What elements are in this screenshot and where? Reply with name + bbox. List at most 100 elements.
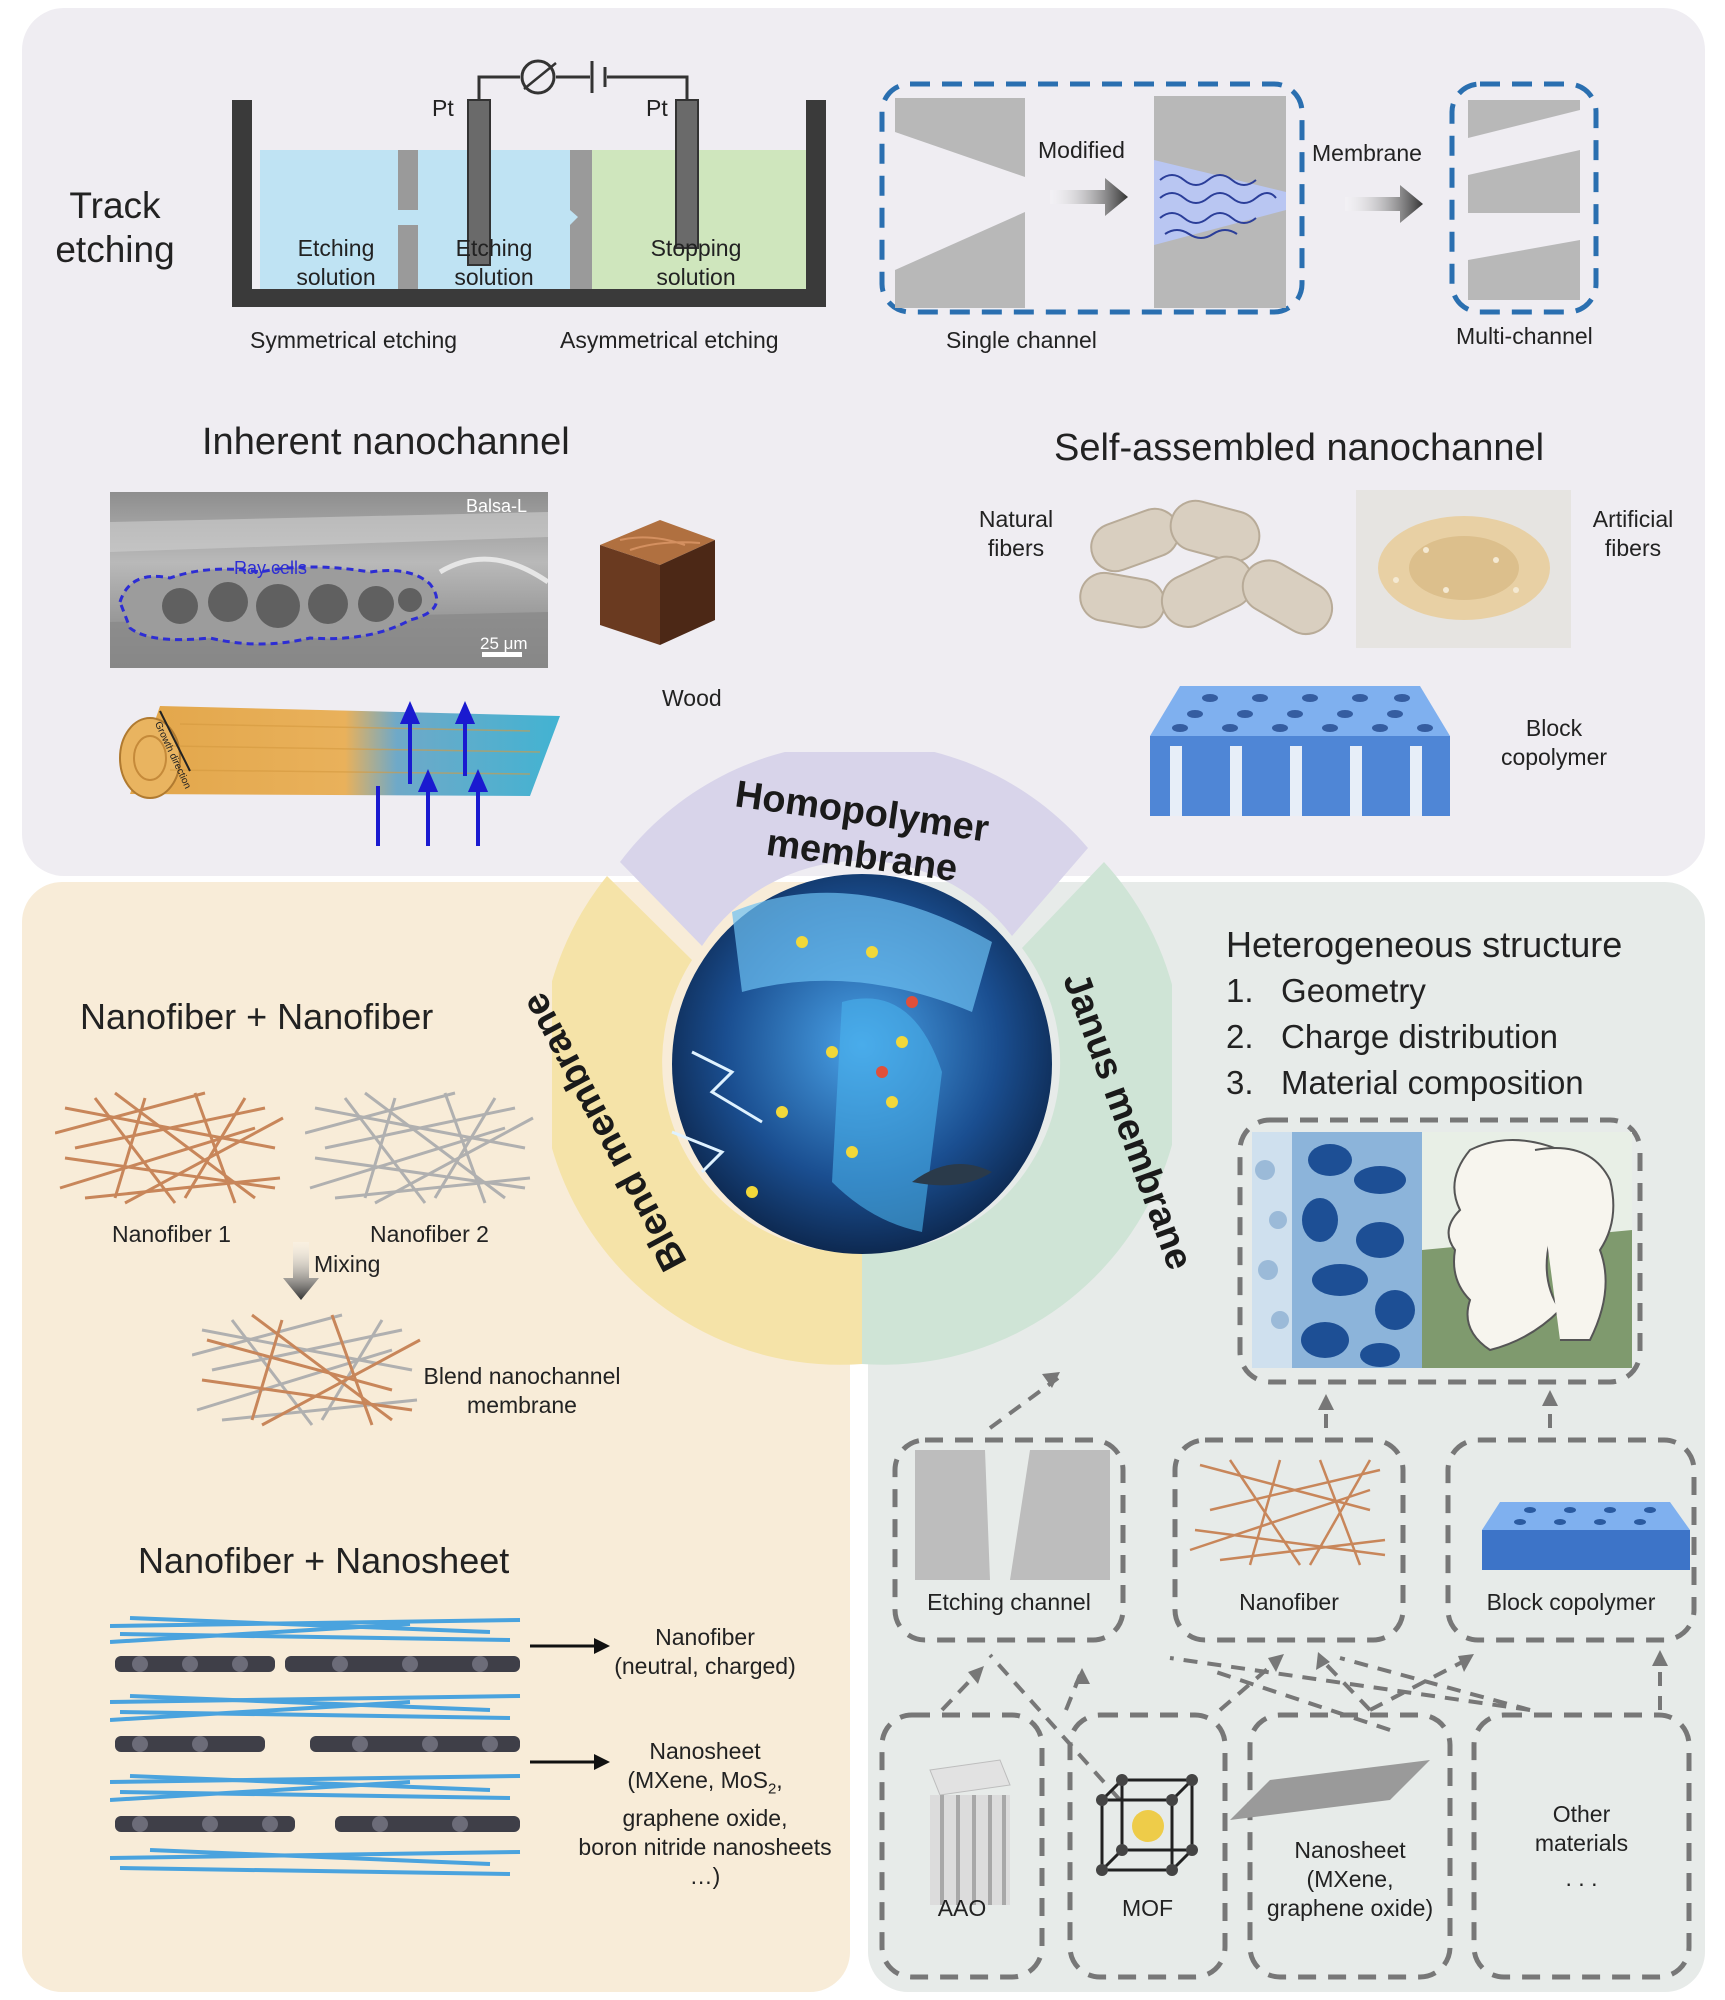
center-ring	[552, 752, 1172, 1365]
text-line: Artificial	[1592, 506, 1674, 532]
conical-channel-top	[895, 98, 1025, 177]
text-line: (MXene, MoS2,	[627, 1767, 783, 1798]
heterogeneous-item-1: 1. Geometry	[1226, 972, 1426, 1009]
block-copolymer-frame	[1445, 1437, 1697, 1643]
symmetric-membrane-top	[398, 150, 418, 210]
janus-diagram	[879, 1117, 1697, 1980]
janus-image-frame	[1237, 1117, 1643, 1385]
nanofiber-2-image	[305, 1091, 534, 1205]
etching-channel-icon	[915, 1450, 990, 1580]
nanofiber-frame	[1172, 1437, 1406, 1643]
blend-membrane-image	[192, 1313, 421, 1427]
wood-log-slice-image	[119, 701, 560, 846]
arrow-to-nanofiber	[530, 1638, 610, 1654]
nanosheet-note: Nanosheet (MXene, MoS2, graphene oxide, …	[560, 1737, 850, 1891]
other-materials-frame	[1471, 1712, 1692, 1980]
membrane-label: Membrane	[1312, 140, 1422, 166]
stopping-solution-right	[590, 150, 815, 292]
single-channel-caption: Single channel	[946, 327, 1097, 353]
scale-bar	[482, 652, 522, 657]
asymmetrical-etching-caption: Asymmetrical etching	[560, 327, 779, 353]
nanofiber-1-image	[55, 1091, 284, 1205]
etching-solution-left	[260, 150, 590, 292]
text-line: Block	[1525, 715, 1583, 741]
aao-frame	[879, 1712, 1045, 1980]
text-line: …)	[689, 1862, 721, 1889]
channel-process-diagram	[879, 81, 1599, 315]
multi-channel-3	[1468, 240, 1580, 300]
nanosheet-icon	[1230, 1760, 1430, 1820]
multi-channel-1	[1468, 100, 1580, 138]
etching-channel-caption: Etching channel	[927, 1589, 1091, 1615]
pt-label-left: Pt	[432, 95, 454, 121]
text-line: Natural	[978, 506, 1054, 532]
fish-icon	[912, 1164, 992, 1186]
nanofiber-note: Nanofiber (neutral, charged)	[600, 1623, 810, 1681]
wood-cube-image	[600, 520, 715, 645]
wood-label: Wood	[662, 685, 722, 711]
single-channel-frame	[879, 81, 1305, 315]
text-line: fibers	[987, 535, 1045, 561]
other-materials-caption: Other materials . . .	[1474, 1800, 1689, 1893]
text-line: (MXene,	[1306, 1866, 1394, 1892]
track-etching-title-line1: Track	[69, 185, 161, 226]
block-copolymer-label: Block copolymer	[1494, 714, 1614, 772]
track-etching-title: Track etching	[40, 184, 190, 272]
symmetrical-etching-caption: Symmetrical etching	[250, 327, 458, 353]
nanofiber-caption: Nanofiber	[1239, 1589, 1339, 1615]
text-line: Nanofiber	[655, 1624, 755, 1650]
nanofiber-icon	[1189, 1459, 1386, 1566]
heterogeneous-item-3: 3. Material composition	[1226, 1064, 1584, 1101]
text-line: solution	[656, 264, 736, 290]
arrow-modified	[1050, 178, 1128, 216]
etching-channel-frame	[892, 1437, 1126, 1643]
symmetric-membrane-bottom	[398, 225, 418, 289]
ammeter-icon	[520, 59, 556, 95]
self-assembled-title: Self-assembled nanochannel	[1054, 427, 1545, 469]
ray-cells-label: Ray cells	[234, 558, 308, 578]
nanosheet-caption: Nanosheet (MXene, graphene oxide)	[1250, 1836, 1450, 1923]
etching-cell-diagram	[232, 59, 826, 307]
text-line: (neutral, charged)	[614, 1653, 796, 1679]
pt-label-right: Pt	[646, 95, 668, 121]
janus-sector	[862, 862, 1172, 1365]
text-line: graphene oxide,	[622, 1804, 788, 1831]
nanofiber-2-label: Nanofiber 2	[370, 1221, 489, 1247]
multi-channel-2	[1468, 150, 1580, 213]
block-copolymer-icon	[1482, 1502, 1690, 1570]
text-line: Blend nanochannel	[423, 1363, 621, 1389]
artificial-fibers-image	[1356, 490, 1571, 648]
text-line: materials	[1534, 1830, 1629, 1856]
track-etching-title-line2: etching	[55, 229, 175, 270]
arrow-to-nanosheet	[530, 1754, 610, 1770]
multi-channel-frame	[1449, 81, 1599, 315]
text-line: boron nitride nanosheets	[578, 1833, 832, 1860]
etching-solution-label-1: Etching solution	[286, 234, 386, 292]
text-line: Other	[1552, 1801, 1611, 1827]
aao-caption: AAO	[937, 1895, 987, 1921]
text-line: solution	[296, 264, 376, 290]
text-line: membrane	[467, 1392, 577, 1418]
text-line: fibers	[1604, 535, 1662, 561]
block-copolymer-caption: Block copolymer	[1486, 1589, 1656, 1615]
text-line: solution	[454, 264, 534, 290]
text-line: Etching	[455, 235, 533, 261]
nanofiber-nanosheet-stack-image	[110, 1616, 521, 1876]
homopolymer-label: Homopolymer membrane	[702, 773, 1022, 890]
text-line: Nanosheet	[649, 1738, 761, 1764]
sem-sample-label: Balsa-L	[466, 496, 528, 516]
multi-channel-caption: Multi-channel	[1456, 323, 1593, 349]
block-copolymer-image	[1150, 686, 1450, 816]
nanosheet-frame	[1247, 1712, 1453, 1980]
aao-icon	[929, 1759, 1011, 1905]
natural-fibers-label: Natural fibers	[966, 505, 1066, 563]
text-line: Etching	[297, 235, 375, 261]
nanofiber-nanofiber-heading: Nanofiber + Nanofiber	[80, 996, 434, 1037]
blend-nanochannel-label: Blend nanochannel membrane	[412, 1362, 632, 1420]
text-line: copolymer	[1500, 744, 1608, 770]
homopolymer-sector	[620, 752, 1088, 946]
mof-frame	[1067, 1712, 1228, 1980]
pt-electrode-right	[675, 99, 699, 249]
nanosheet-layers	[115, 1656, 520, 1832]
mixing-arrow-icon	[283, 1242, 319, 1300]
